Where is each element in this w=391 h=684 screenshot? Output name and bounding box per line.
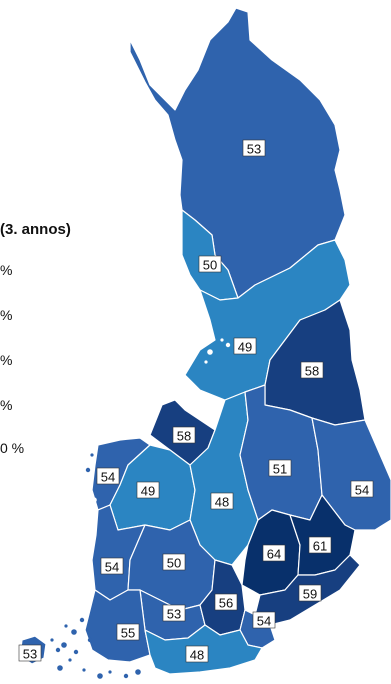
islands-decoration — [50, 338, 231, 679]
region-label-lansi-pohja: 50 — [203, 258, 217, 273]
region-label-pohjois-karjala: 54 — [355, 483, 369, 498]
region-label-etela-karjala-n: 61 — [313, 539, 327, 554]
region-label-box-pohjois-pohjanmaa — [233, 337, 257, 355]
legend-item-2: % — [0, 307, 13, 323]
region-pohjois-karjala[interactable] — [311, 417, 391, 531]
region-label-box-helsinki-uusimaa — [185, 645, 209, 663]
region-label-box-keski-suomi — [210, 492, 234, 510]
region-label-box-etela-karjala-n — [308, 536, 332, 554]
island-dot — [73, 649, 79, 655]
region-label-paijat-hame: 56 — [219, 596, 233, 611]
island-dot — [71, 629, 77, 635]
region-label-lappi: 53 — [247, 142, 261, 157]
region-label-box-vantaa-kerava — [252, 611, 276, 629]
legend-item-4: % — [0, 397, 13, 413]
region-label-pohjanmaa: 54 — [101, 470, 115, 485]
region-label-kanta-hame: 53 — [167, 607, 181, 622]
region-label-keski-suomi: 48 — [215, 495, 229, 510]
island-dot — [68, 658, 72, 662]
region-label-varsinais-suomi: 55 — [121, 626, 135, 641]
island-dot — [207, 349, 213, 355]
island-dot — [204, 360, 208, 364]
region-label-box-ahvenanmaa — [18, 644, 42, 662]
legend-title: (3. annos) — [0, 221, 71, 238]
region-label-box-satakunta — [100, 557, 124, 575]
island-dot — [57, 665, 63, 671]
island-dot — [85, 467, 91, 473]
island-dot — [50, 638, 54, 642]
island-dot — [79, 617, 85, 623]
island-dot — [64, 624, 68, 628]
region-label-ahvenanmaa: 53 — [23, 647, 37, 662]
island-dot — [87, 637, 93, 643]
island-dot — [55, 647, 61, 653]
legend-item-1: % — [0, 262, 13, 278]
region-label-box-pohjanmaa — [96, 467, 120, 485]
region-label-box-ita-savo — [262, 544, 286, 562]
region-label-etela-pohjanmaa: 49 — [141, 484, 155, 499]
island-dot — [82, 668, 86, 672]
region-label-satakunta: 54 — [105, 560, 119, 575]
island-dot — [225, 342, 231, 348]
region-lappi[interactable] — [129, 7, 346, 299]
region-label-box-kymenlaakso — [298, 584, 322, 602]
region-label-pohjois-savo: 51 — [273, 462, 287, 477]
region-labels: 53 50 49 58 58 54 49 48 51 54 54 50 64 61 53 56 59 55 54 48… — [18, 139, 374, 663]
island-dot — [220, 338, 224, 342]
region-label-kymenlaakso: 59 — [303, 587, 317, 602]
region-label-keski-pohjanmaa: 58 — [177, 429, 191, 444]
island-dot — [97, 673, 103, 679]
region-label-box-kainuu — [300, 361, 324, 379]
region-label-helsinki-uusimaa: 48 — [190, 648, 204, 663]
region-label-pirkanmaa: 50 — [167, 556, 181, 571]
region-label-kainuu: 58 — [305, 364, 319, 379]
region-label-box-pohjois-savo — [268, 459, 292, 477]
legend-item-5: 0 % — [0, 440, 25, 456]
island-dot — [135, 669, 141, 675]
island-dot — [123, 673, 129, 679]
region-label-box-pohjois-karjala — [350, 480, 374, 498]
island-dot — [91, 497, 97, 503]
region-label-box-kanta-hame — [162, 604, 186, 622]
region-label-box-paijat-hame — [214, 593, 238, 611]
region-label-pohjois-pohjanmaa: 49 — [238, 340, 252, 355]
island-dot — [108, 670, 112, 674]
region-label-box-etela-pohjanmaa — [136, 481, 160, 499]
region-label-ita-savo: 64 — [267, 547, 281, 562]
island-dot — [90, 453, 94, 457]
region-label-box-pirkanmaa — [162, 553, 186, 571]
region-label-box-lappi — [242, 139, 266, 157]
region-label-box-varsinais-suomi — [116, 623, 140, 641]
island-dot — [61, 642, 67, 648]
region-label-vantaa-kerava: 54 — [257, 614, 271, 629]
region-label-box-lansi-pohja — [198, 255, 222, 273]
legend-item-3: % — [0, 352, 13, 368]
region-label-box-keski-pohjanmaa — [172, 426, 196, 444]
